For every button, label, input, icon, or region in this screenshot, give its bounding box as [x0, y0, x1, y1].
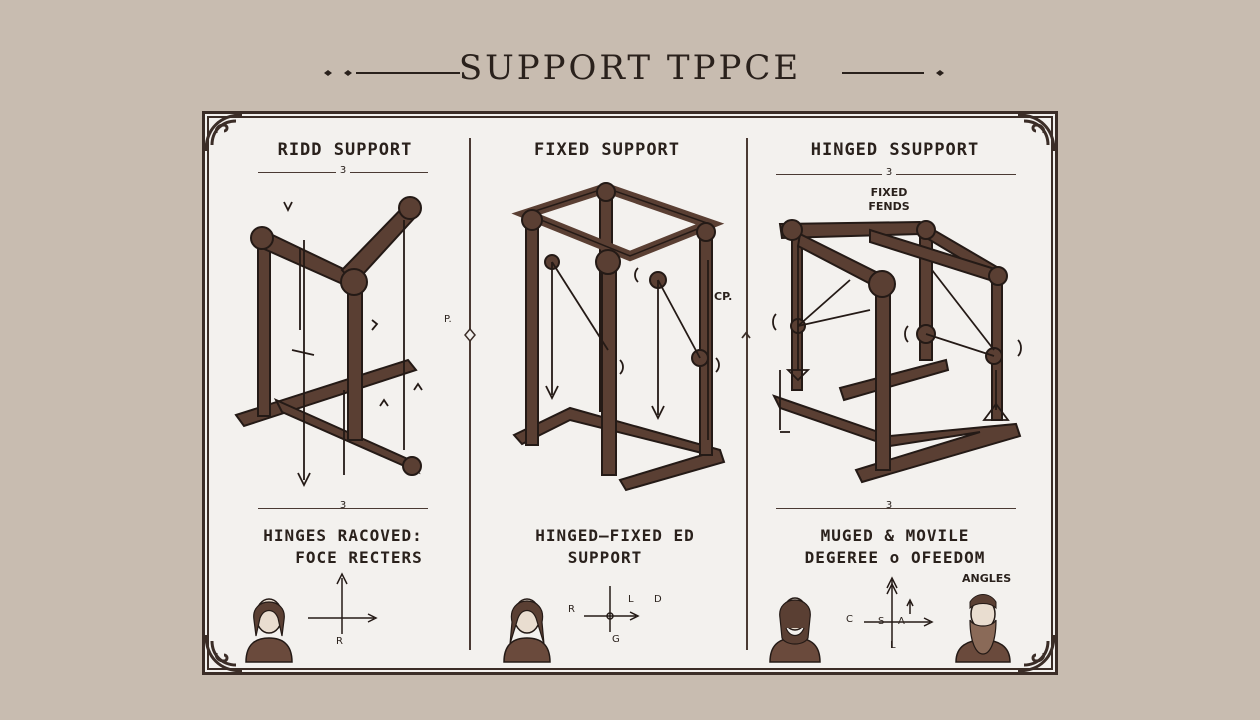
panel-1-heading: RIDD SUPPORT — [277, 140, 413, 160]
panel-2-caption-line1: HINGED—FIXED ED — [535, 526, 695, 545]
panel-3-caption-line2: DEGEREE ο OFEEDOM — [804, 548, 986, 567]
panel-2-caption-line2: SUPPORT — [567, 548, 643, 567]
panel-3-axis-right: A — [898, 616, 905, 627]
corner-flourish-icon — [1017, 113, 1056, 152]
portrait-icon — [955, 594, 1011, 663]
portrait-icon — [769, 597, 821, 663]
panel-3-number-bottom: 3 — [882, 500, 896, 511]
panel-1-number-bottom: 3 — [336, 500, 350, 511]
corner-flourish-icon — [204, 634, 243, 673]
hinged-support-frame-icon — [772, 219, 1022, 484]
axis-cross-icon — [308, 572, 378, 634]
panel-2-heading: FIXED SUPPORT — [533, 140, 681, 160]
axis-cross-icon — [584, 586, 640, 632]
fixed-support-frame-icon — [511, 182, 726, 492]
panel-2-axis-left: R — [568, 604, 575, 615]
ornament-right-icon — [842, 70, 944, 76]
ornament-left-icon — [324, 70, 460, 76]
panel-2-axis-bottom: G — [612, 634, 620, 645]
panel-1-axis-label: R — [336, 636, 343, 647]
panel-3-axis-left: C — [846, 614, 853, 625]
chevron-up-icon — [741, 331, 751, 339]
caption-rule — [258, 508, 428, 509]
panel-1-number-top: 3 — [336, 165, 350, 176]
panel-3-heading: HINGED SSUPPORT — [810, 140, 980, 160]
diamond-marker-icon — [464, 327, 476, 343]
heading-rule — [776, 174, 1016, 175]
caption-rule — [776, 508, 1016, 509]
portrait-icon — [245, 598, 293, 663]
panel-2-axis-mid: L — [628, 594, 634, 605]
panel-divider — [469, 138, 471, 650]
corner-flourish-icon — [204, 113, 243, 152]
panel-1-caption-line1: HINGES RACOVED: — [263, 526, 423, 545]
panel-divider — [746, 138, 748, 650]
panel-2-axis-right: D — [654, 594, 662, 605]
panel-3-caption-line1: MUGED & MOVILE — [820, 526, 970, 545]
portrait-icon — [503, 598, 551, 663]
rigid-support-frame-icon — [234, 196, 423, 488]
panel-3-number-top: 3 — [882, 167, 896, 178]
panel-3-sub-line1: FIXED — [870, 186, 908, 199]
panel-1-caption-line2: FOCE RECTERS — [295, 548, 423, 567]
panel-3-axis-bottom: L — [890, 640, 896, 651]
panel-3-axis-mid: S — [878, 616, 885, 627]
axis-cross-icon — [864, 576, 934, 648]
panel-3-angles-label: ANGLES — [962, 572, 1012, 585]
divider-mark: P. — [444, 314, 452, 325]
corner-flourish-icon — [1017, 634, 1056, 673]
panel-3-sub-line2: FENDS — [868, 200, 910, 213]
page-title: SUPPORT TPPCE — [458, 48, 802, 88]
panel-2-annotation: CP. — [714, 290, 733, 303]
